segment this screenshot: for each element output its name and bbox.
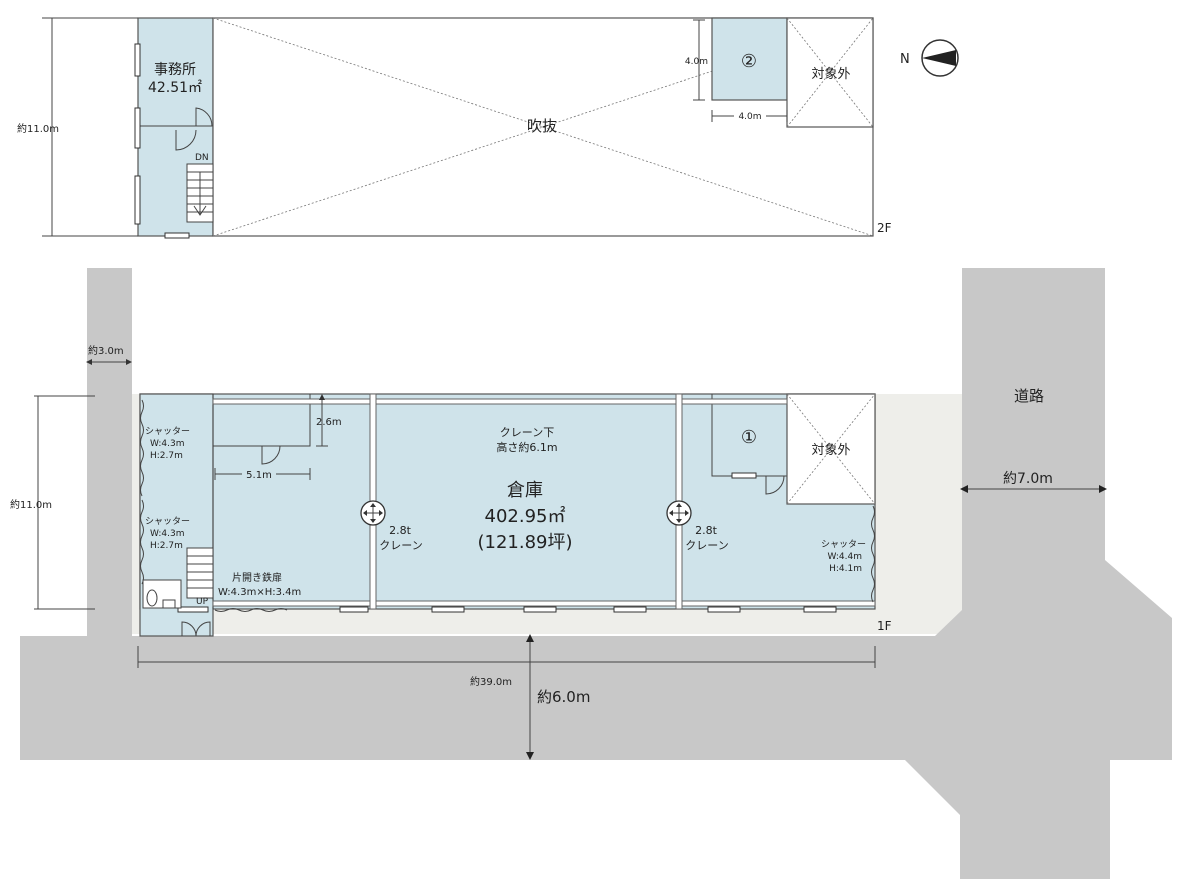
crane-rail-bottom [212,600,876,607]
door-swing-icon [175,129,197,151]
warehouse-area: 402.95㎡ [485,505,566,527]
crane-right-label: クレーン [685,539,728,552]
toilet-icon [146,589,158,607]
dim-length-label: 約39.0m [470,675,512,688]
dim-length [137,646,876,668]
crane-note-1: クレーン下 [500,426,554,439]
excluded-cross-b [786,393,876,505]
stairs-down-label: DN [195,153,209,163]
dim-label-bg [242,468,276,480]
road-label: 道路 [1014,387,1044,405]
excluded-label-2f: 対象外 [811,67,850,82]
door-swing-icon [261,445,281,465]
room-1-marker: ① [741,427,757,448]
dim-side-road-label: 約7.0m [1003,471,1053,487]
crane-hoist-icon [666,500,692,526]
door-label: 片開き鉄扉 [232,571,282,584]
dim-left-height-label: 約11.0m [10,498,52,511]
warehouse-room [139,393,876,610]
window [707,606,741,613]
warehouse-tsubo: (121.89坪) [477,532,572,553]
dim-gap-label: 約3.0m [88,344,124,357]
nook-wall [213,394,311,447]
floor-1-plan: UP クレーン下 高さ約6.1m 倉庫 402.95㎡ (121.89坪) 2.… [10,344,1107,760]
floor-1-label: 1F [877,619,892,633]
room-2 [711,17,788,101]
dim-gap [86,359,132,365]
floor-2-plan: DN 事務所 42.51㎡ 吹抜 ② 対象外 2F 約11.0m 4.0m 4.… [17,17,892,239]
crane-right-capacity: 2.8t [695,524,717,537]
crane-left-capacity: 2.8t [389,524,411,537]
dim-front-road [526,634,534,760]
dim-5-1-label: 5.1m [246,470,272,481]
window [134,107,141,149]
floor-2-label: 2F [877,221,892,235]
front-road [20,268,1172,879]
window [523,606,557,613]
shutter-b-name: シャッター [145,516,190,527]
crane-left-label: クレーン [379,539,422,552]
stairs-up-label: UP [196,597,209,607]
shutter-b-height: H:2.7m [150,541,183,551]
shutter-c-name: シャッター [821,539,866,550]
window [731,472,757,479]
crane-rail-top [212,398,788,405]
compass-north-label: N [900,52,910,67]
shutter-icon [140,399,144,497]
window [134,43,141,77]
door-swing-icon [765,475,785,495]
office-area: 42.51㎡ [148,80,202,96]
dim-left-height [34,395,95,610]
dim-2-6 [316,394,328,447]
room-2-height-label: 4.0m [685,57,708,67]
dim-front-road-label: 約6.0m [537,688,590,706]
shutter-b-width: W:4.3m [150,529,184,539]
excluded-label-1f: 対象外 [811,443,850,458]
shutter-a-name: シャッター [145,426,190,437]
window [177,606,209,613]
stairs-up-icon [186,547,214,599]
shutter-icon [140,499,144,585]
shutter-a-height: H:2.7m [150,451,183,461]
excluded-cross-a [786,393,876,505]
window [339,606,369,613]
shutter-c-width: W:4.4m [828,552,862,562]
shutter-c-height: H:4.1m [829,564,862,574]
compass-icon [921,39,959,77]
shutter-a-width: W:4.3m [150,439,184,449]
stairs-down-icon [186,163,214,223]
sink-icon [162,599,176,609]
crane-hoist-icon [360,500,386,526]
door-swing-icon [195,107,213,127]
dim-2-6-label: 2.6m [316,417,342,428]
dim-label-bg [734,109,766,121]
shutter-icon [214,608,288,612]
room-2-width-label: 4.0m [738,112,761,122]
void-label: 吹抜 [527,117,557,135]
door-size: W:4.3m×H:3.4m [218,587,301,598]
room-2-marker: ② [741,51,757,72]
excluded-cross-b [786,17,874,128]
warehouse-name: 倉庫 [507,480,543,501]
height-dimension-2f-label: 約11.0m [17,122,59,135]
window [431,606,465,613]
window [803,606,837,613]
window [613,606,647,613]
entrance-door-icon [181,621,211,637]
office-name: 事務所 [154,62,196,78]
window [134,175,141,225]
window [164,232,190,239]
shutter-icon [871,505,875,603]
room-1-wall [711,394,787,477]
left-road [87,268,132,636]
room-2-height-dimension [693,19,705,101]
height-dimension-2f [42,17,138,237]
dim-side-road [960,485,1107,493]
crane-note-2: 高さ約6.1m [496,440,557,454]
